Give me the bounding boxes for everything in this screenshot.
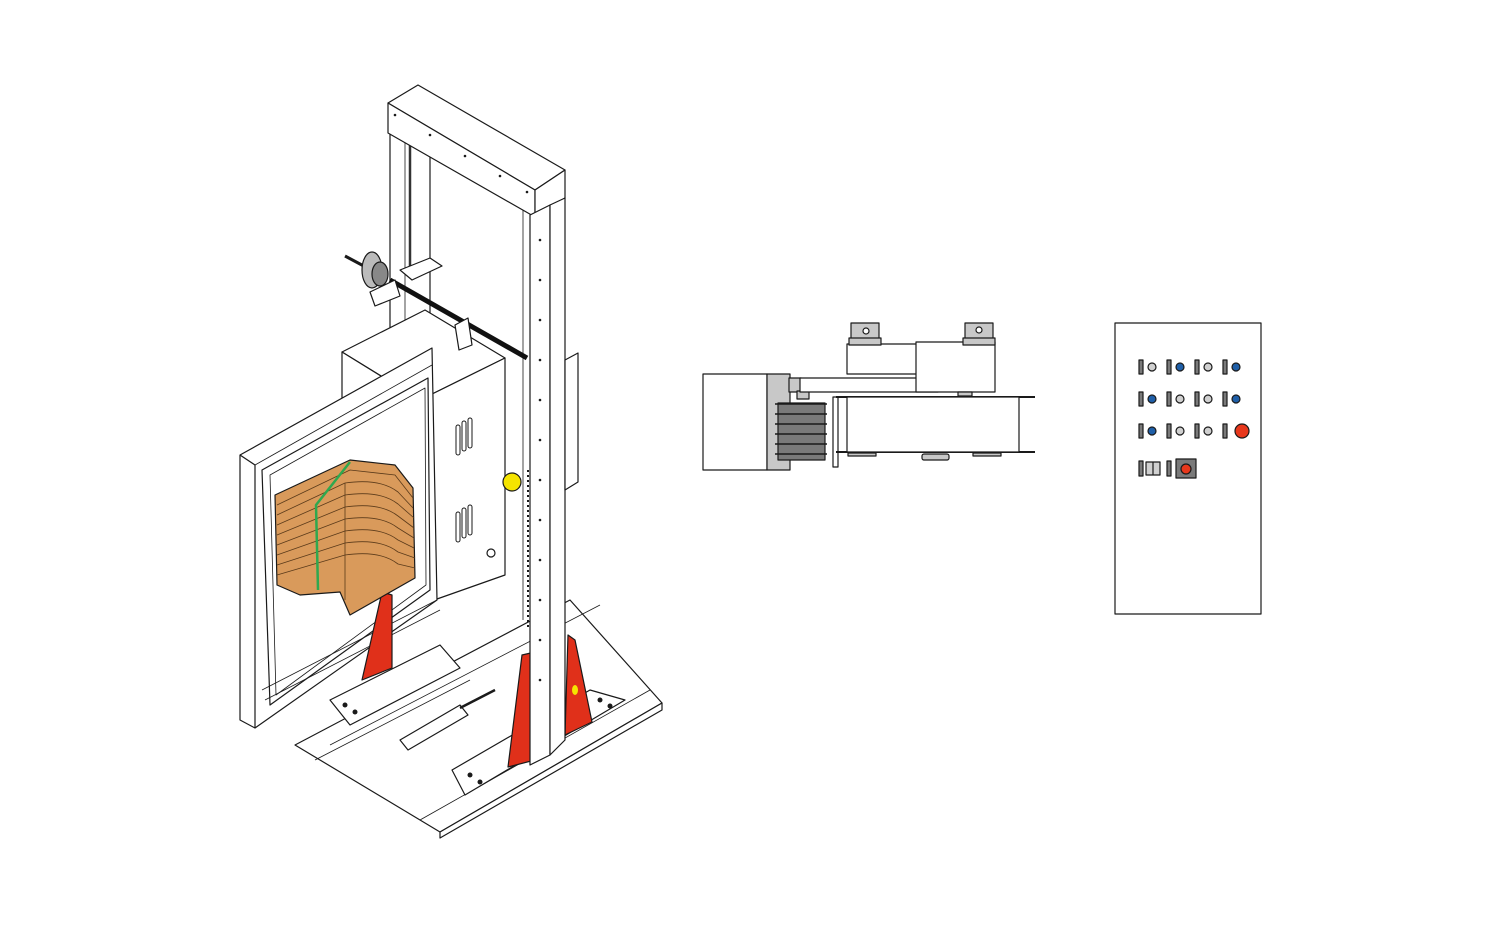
column-holes: [538, 238, 542, 682]
indicator-grid: [1138, 359, 1250, 479]
indicator-light-gray: [1175, 394, 1185, 404]
cardboard-stack: [274, 459, 416, 616]
base-rail-left: [329, 644, 461, 726]
switch-icon[interactable]: [1166, 359, 1172, 375]
indicator-light-blue: [1147, 426, 1157, 436]
switch-icon[interactable]: [1194, 391, 1200, 407]
shaft-clamp: [454, 317, 473, 351]
strap-band: [314, 461, 351, 591]
red-support-left: [361, 591, 393, 681]
main-column-side: [549, 197, 566, 756]
carriage-knob: [486, 548, 496, 558]
red-support-right: [564, 634, 593, 736]
switch-icon[interactable]: [1166, 460, 1172, 477]
emergency-stop-button[interactable]: [1234, 423, 1250, 439]
warning-label-icon: [502, 472, 522, 492]
indicator-light-blue: [1231, 362, 1241, 372]
top-view: [702, 322, 1035, 471]
motor-block: [702, 373, 768, 471]
switch-icon[interactable]: [1222, 391, 1228, 407]
indicator-light-blue: [1231, 394, 1241, 404]
switch-icon[interactable]: [1138, 423, 1144, 439]
indicator-light-blue: [1147, 394, 1157, 404]
indicator-light-gray: [1203, 394, 1213, 404]
control-panel: [1114, 322, 1262, 615]
cardboard-stack-top: [777, 402, 826, 461]
isometric-machine: [239, 84, 663, 839]
switch-icon[interactable]: [1222, 359, 1228, 375]
switch-icon[interactable]: [1166, 423, 1172, 439]
conveyor: [846, 396, 1020, 453]
indicator-light-gray: [1203, 362, 1213, 372]
indicator-light-blue: [1175, 362, 1185, 372]
switch-icon[interactable]: [1194, 423, 1200, 439]
indicator-light-gray: [1147, 362, 1157, 372]
switch-icon[interactable]: [1138, 359, 1144, 375]
side-bracket: [564, 352, 579, 491]
switch-icon[interactable]: [1138, 460, 1144, 477]
pneumatic-cylinder: [399, 704, 469, 751]
switch-icon[interactable]: [1166, 391, 1172, 407]
indicator-light-gray: [1203, 426, 1213, 436]
drive-shaft: [388, 277, 529, 361]
red-push-button[interactable]: [1180, 463, 1192, 475]
switch-icon[interactable]: [1138, 391, 1144, 407]
indicator-light-gray: [1175, 426, 1185, 436]
switch-icon[interactable]: [1222, 423, 1228, 439]
bearing-block: [399, 257, 443, 281]
switch-icon[interactable]: [1194, 359, 1200, 375]
base-plate-edge: [439, 702, 663, 839]
